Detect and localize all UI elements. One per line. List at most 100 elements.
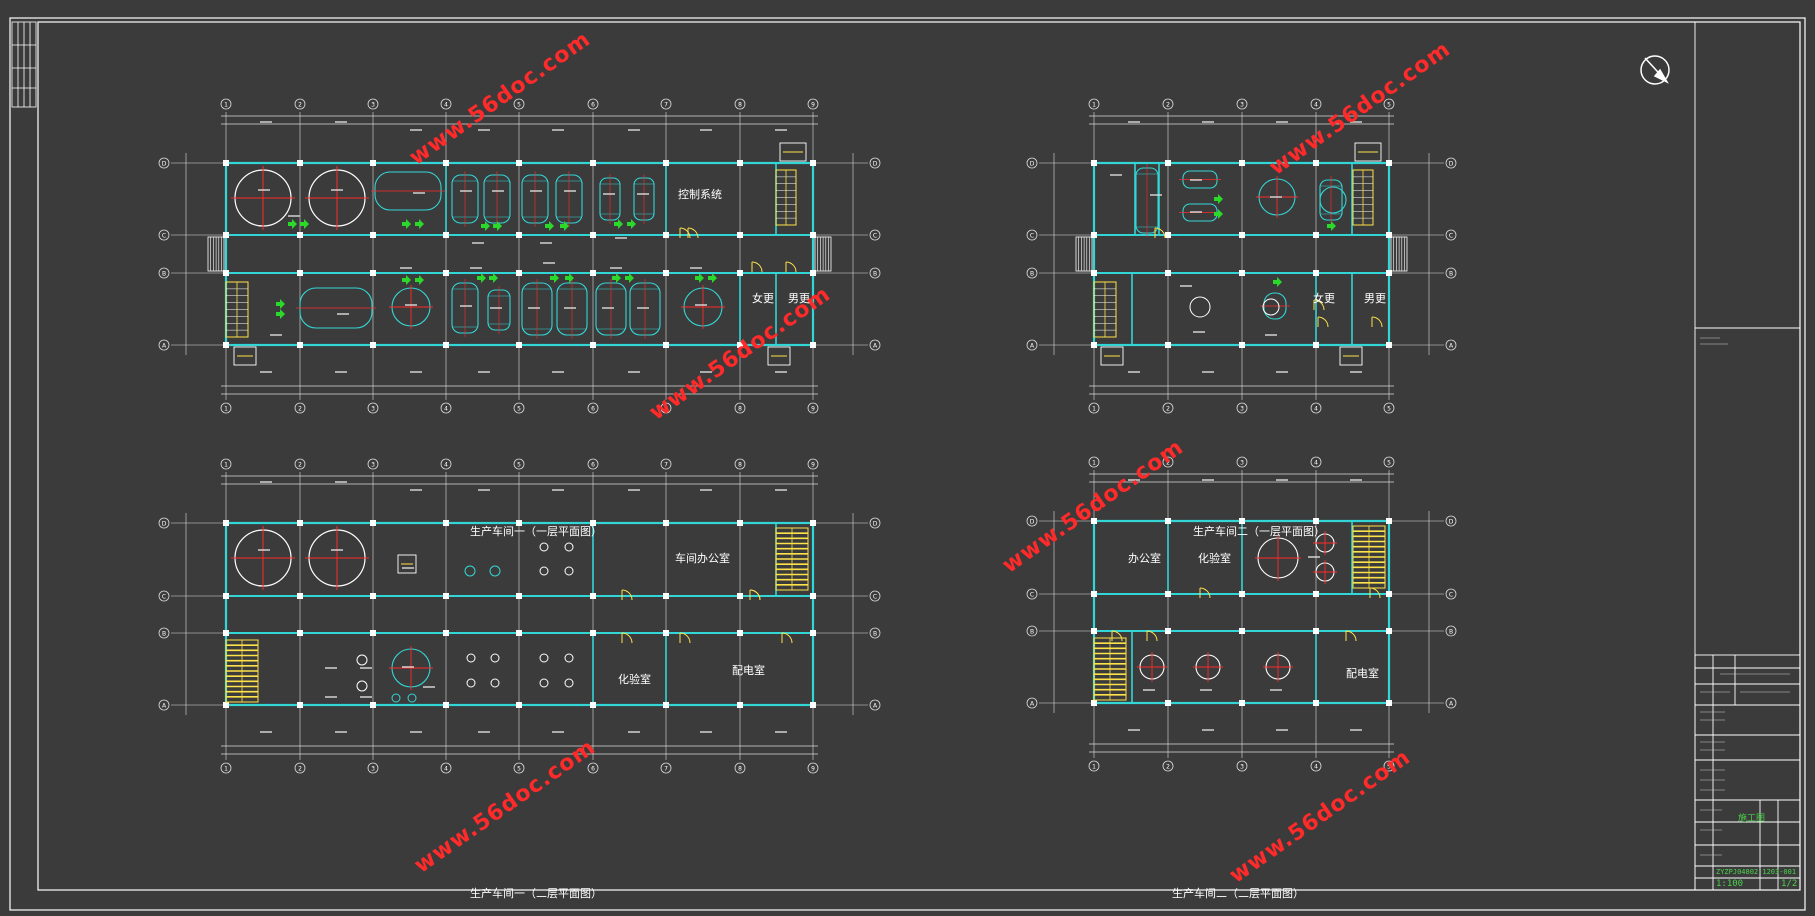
axis-bubble [367,762,379,774]
axis-label: D [1030,519,1035,526]
axis-bubble [1445,697,1457,709]
axis-bubble [294,762,306,774]
column [443,630,449,636]
axis-bubble [220,762,232,774]
axis-label: 1 [1092,406,1096,413]
axis-label: A [1449,701,1454,708]
axis-bubble [1026,588,1038,600]
axis-bubble [734,458,746,470]
flow-arrow [625,273,634,283]
axis-bubble [1088,760,1100,772]
column [1313,518,1319,524]
plan-title: 生产车间一（一层平面图） [470,525,602,538]
column [443,342,449,348]
axis-label: 4 [1314,460,1318,467]
axis-bubble [1445,339,1457,351]
entry-porch [1354,142,1382,162]
equipment-circle [539,653,549,663]
column [1165,160,1171,166]
title-block-marks [1700,337,1790,856]
column [810,270,816,276]
axis-bubble [660,762,672,774]
column [1239,270,1245,276]
axis-bubble [220,98,232,110]
room-label-office: 车间办公室 [675,552,730,565]
axis-bubble [869,590,881,602]
axis-label: B [162,631,166,638]
door-swing [1111,630,1123,642]
axis-label: 4 [444,102,448,109]
equipment-circle [1189,296,1211,318]
entry-porch [1100,346,1124,366]
axis-label: 7 [664,462,668,469]
column [737,520,743,526]
column [516,232,522,238]
axis-bubble [869,267,881,279]
axis-label: 5 [517,766,521,773]
axis-bubble [158,627,170,639]
column [1091,342,1097,348]
axis-label: 3 [371,766,375,773]
axis-label: 3 [1240,460,1244,467]
room-label-power: 配电室 [1346,667,1379,680]
axis-label: 3 [371,102,375,109]
door-swing [1369,587,1381,599]
axis-label: 1 [224,462,228,469]
door-swing [1154,227,1166,239]
entry-porch [779,142,807,162]
equipment-circle [356,654,368,666]
drawing-name: 施工图 [1738,814,1766,824]
column [1386,628,1392,634]
column [663,270,669,276]
axis-label: 5 [517,406,521,413]
axis-label: 3 [371,462,375,469]
axis-label: 1 [224,102,228,109]
axis-label: 2 [298,102,302,109]
axis-bubble [158,229,170,241]
axis-bubble [158,517,170,529]
column [1386,270,1392,276]
axis-label: C [873,594,877,601]
axis-bubble [1236,456,1248,468]
column [663,520,669,526]
column [810,160,816,166]
outer-frame [9,17,1806,911]
column [1386,591,1392,597]
axis-label: 6 [591,406,595,413]
axis-bubble [734,762,746,774]
column [1165,232,1171,238]
axis-label: 3 [371,406,375,413]
flow-arrow [545,221,554,231]
axis-label: B [873,271,877,278]
door-swing [1317,316,1329,328]
title-block [1694,22,1801,891]
column [1313,700,1319,706]
equipment-circle [539,566,549,576]
axis-label: A [162,343,167,350]
entry-porch [233,346,257,366]
axis-label: 6 [591,462,595,469]
axis-bubble [734,402,746,414]
column [223,520,229,526]
axis-bubble [1088,456,1100,468]
flow-arrow [402,219,411,229]
axis-label: 5 [517,102,521,109]
door-swing [621,589,633,601]
axis-label: C [1449,233,1453,240]
equipment-circle [466,653,476,663]
equipment-circle [564,542,574,552]
axis-label: B [1449,271,1453,278]
axis-bubble [869,157,881,169]
flow-arrow [614,219,623,229]
axis-label: 1 [1092,102,1096,109]
axis-label: 8 [738,406,742,413]
axis-bubble [1383,760,1395,772]
axis-bubble [1445,267,1457,279]
axis-bubble [1026,339,1038,351]
axis-bubble [1162,760,1174,772]
axis-bubble [513,458,525,470]
flow-arrow [276,309,285,319]
inner-frame [37,21,1801,891]
column [516,520,522,526]
column [370,342,376,348]
